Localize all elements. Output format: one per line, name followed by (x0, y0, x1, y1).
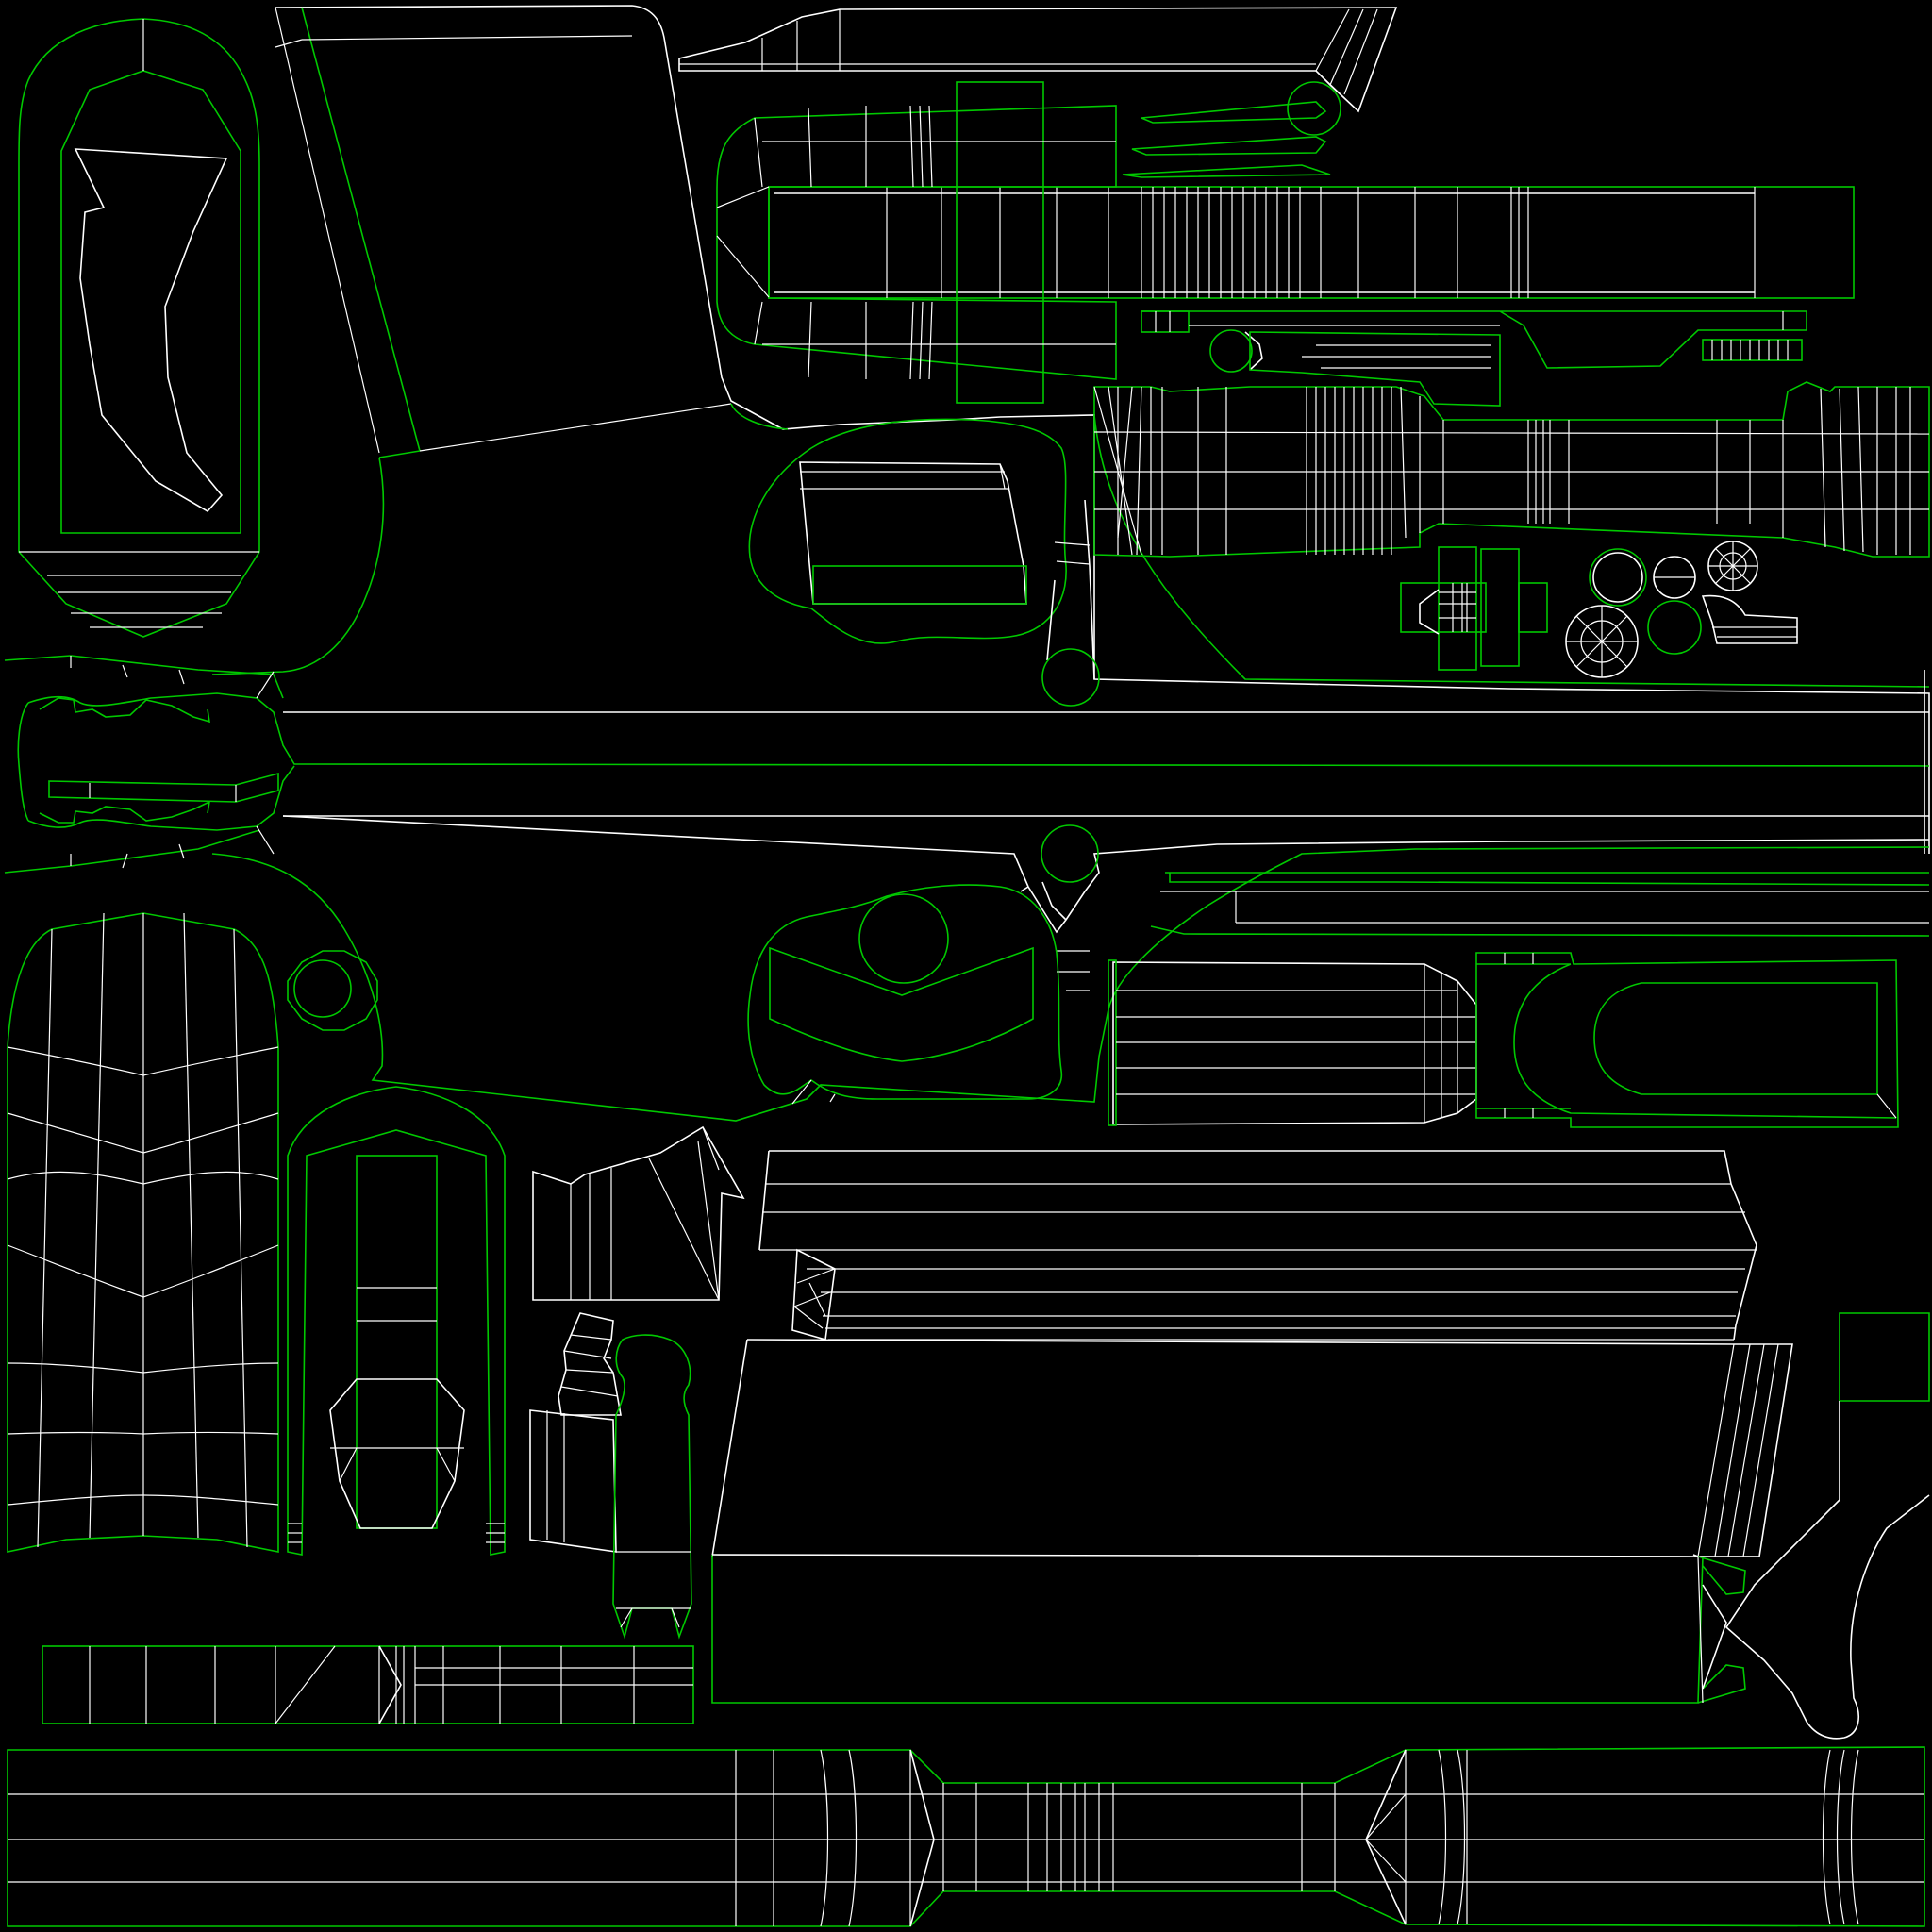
uv-island-levers (529, 1312, 692, 1640)
uv-island-frame-upper (211, 5, 1930, 854)
uv-island-receiver-front (716, 81, 1117, 404)
uv-island-sight-rails (1122, 101, 1331, 178)
uv-island-barrel-shroud (1093, 381, 1930, 558)
uv-island-grip-top-left (18, 18, 260, 638)
uv-island-bottom-barrel (7, 1746, 1925, 1927)
uv-island-trigger-guard (748, 418, 1100, 707)
uv-island-slide-large (711, 1150, 1793, 1704)
uv-island-barrel-middle (4, 655, 1930, 874)
uv-island-grip-panel (287, 1086, 506, 1556)
uv-island-trigger-guard-lower (747, 884, 1062, 1105)
uv-island-hammer (532, 1125, 745, 1301)
uv-island-top-rail (678, 7, 1398, 136)
uv-island-cylinder-mid (1108, 959, 1477, 1126)
uv-island-receiver-strip (768, 186, 1855, 299)
uv-island-trigger-parts (1209, 329, 1501, 407)
uv-island-frame-lower (211, 815, 1930, 1122)
uv-island-lower-rail (1141, 310, 1807, 369)
uv-island-grip-right-edge (1724, 1312, 1930, 1740)
uv-island-slide-side (1475, 952, 1899, 1128)
uv-island-bottom-bar-small (42, 1645, 694, 1724)
uv-island-grip-ribbed (7, 912, 378, 1553)
uv-island-small-pieces (1400, 541, 1798, 678)
